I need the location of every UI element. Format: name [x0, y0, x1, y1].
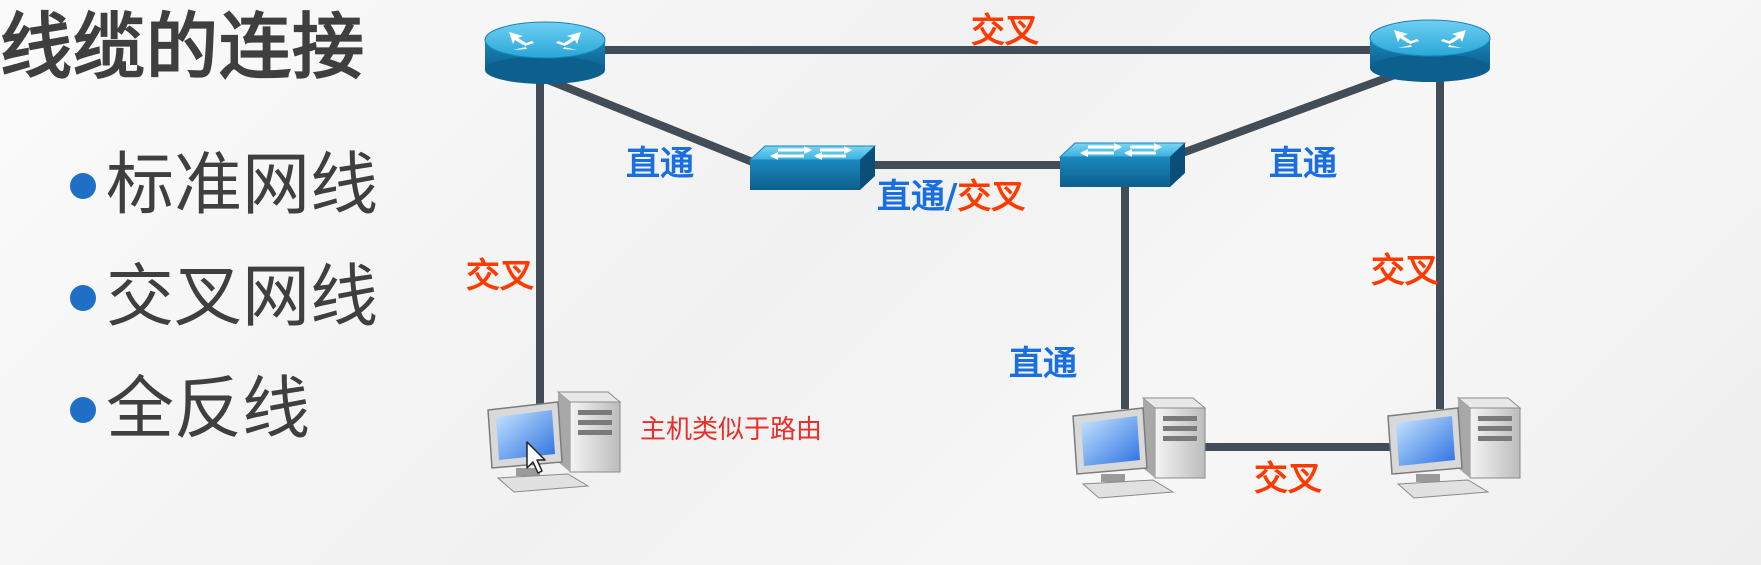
label-switch-straight-text: 直通	[877, 177, 945, 217]
bullet-label: 全反线	[106, 370, 311, 449]
label-switch-slash: /	[945, 177, 958, 217]
page-title: 线缆的连接	[0, 5, 366, 89]
switch-right-icon	[1058, 141, 1187, 189]
label-right-cross: 交叉	[1371, 251, 1439, 291]
router-left-icon	[484, 21, 606, 85]
label-pc-straight: 直通	[1009, 344, 1077, 384]
label-router-cross: 交叉	[971, 11, 1039, 51]
label-bottom-cross: 交叉	[1254, 459, 1322, 499]
cable-router-switch-left	[542, 74, 766, 171]
bullet-item-rollover: 全反线	[70, 354, 378, 466]
pc-left-icon	[487, 391, 621, 493]
note-host-like-router: 主机类似于路由	[640, 415, 822, 445]
switch-left-icon	[748, 144, 877, 192]
bullet-label: 标准网线	[106, 146, 379, 225]
router-right-icon	[1369, 19, 1491, 83]
label-switch-straight: 直通/交叉	[877, 177, 1025, 217]
label-right-straight: 直通	[1269, 144, 1337, 184]
bullet-label: 交叉网线	[106, 258, 379, 337]
bullet-item-crossover: 交叉网线	[70, 242, 378, 354]
pc-middle-icon	[1072, 397, 1206, 499]
bullet-item-standard: 标准网线	[70, 130, 378, 242]
label-switch-cross: 交叉	[957, 177, 1025, 217]
bullet-dot-icon	[70, 173, 96, 199]
label-left-straight: 直通	[626, 144, 694, 184]
bullet-dot-icon	[70, 397, 96, 423]
bullet-list: 标准网线 交叉网线 全反线	[70, 130, 378, 466]
pc-right-icon	[1387, 397, 1521, 499]
bullet-dot-icon	[70, 285, 96, 311]
label-left-cross: 交叉	[466, 256, 534, 296]
cable-lines	[536, 46, 1444, 451]
